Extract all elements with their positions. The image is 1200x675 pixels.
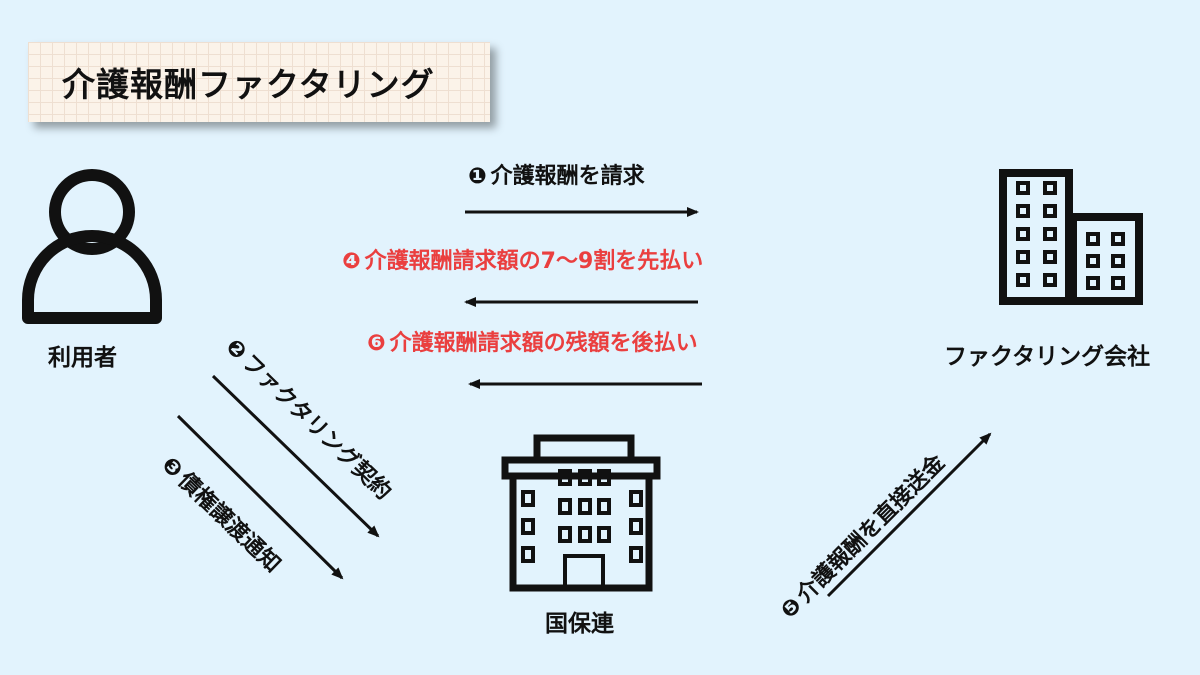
diagram-title: 介護報酬ファクタリング [62,65,435,104]
government-building-icon [501,434,661,592]
title-card: 介護報酬ファクタリング [28,42,490,122]
office-building-icon [999,169,1143,305]
step-number-6: ❻ [367,331,386,356]
step-1-text: 介護報酬を請求 [490,164,645,189]
arrow-step3 [176,414,344,580]
step-4-text: 介護報酬請求額の7〜9割を先払い [364,249,704,274]
step-number-1: ❶ [468,164,487,189]
node-label-kokuho: 国保連 [545,611,614,637]
step-number-4: ❹ [342,249,361,274]
step-6-text: 介護報酬請求額の残額を後払い [389,331,698,356]
arrow-step5 [826,432,992,598]
node-label-factoring-company: ファクタリング会社 [944,344,1151,370]
person-icon [22,169,162,324]
node-label-user: 利用者 [48,345,117,371]
arrow-step2 [211,374,380,538]
